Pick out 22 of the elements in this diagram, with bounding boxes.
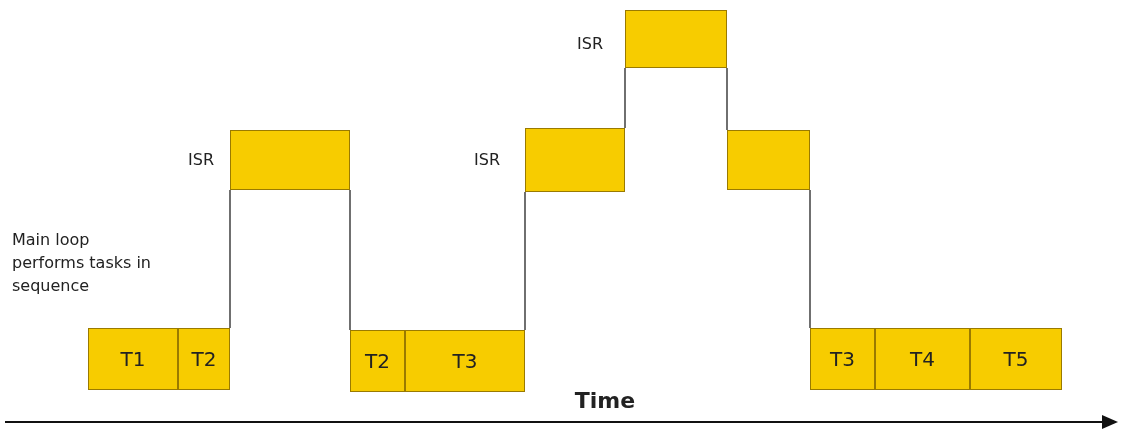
task-box: T2 [350, 330, 405, 392]
isr-box [525, 128, 625, 192]
connector-line [624, 67, 626, 129]
isr-label: ISR [474, 150, 500, 169]
isr-label: ISR [577, 34, 603, 53]
task-box: T4 [875, 328, 970, 390]
connector-line [809, 189, 811, 329]
connector-line [229, 189, 231, 329]
task-box: T1 [88, 328, 178, 390]
description-text: Main loop performs tasks in sequence [12, 229, 152, 298]
task-box: T2 [178, 328, 230, 390]
task-box: T3 [810, 328, 875, 390]
isr-box [727, 130, 810, 190]
task-box: T3 [405, 330, 525, 392]
isr-box [230, 130, 350, 190]
axis-label: Time [573, 387, 637, 415]
connector-line [726, 67, 728, 131]
connector-line [524, 191, 526, 331]
task-box: T5 [970, 328, 1062, 390]
isr-label: ISR [188, 150, 214, 169]
connector-line [349, 189, 351, 331]
isr-box [625, 10, 727, 68]
